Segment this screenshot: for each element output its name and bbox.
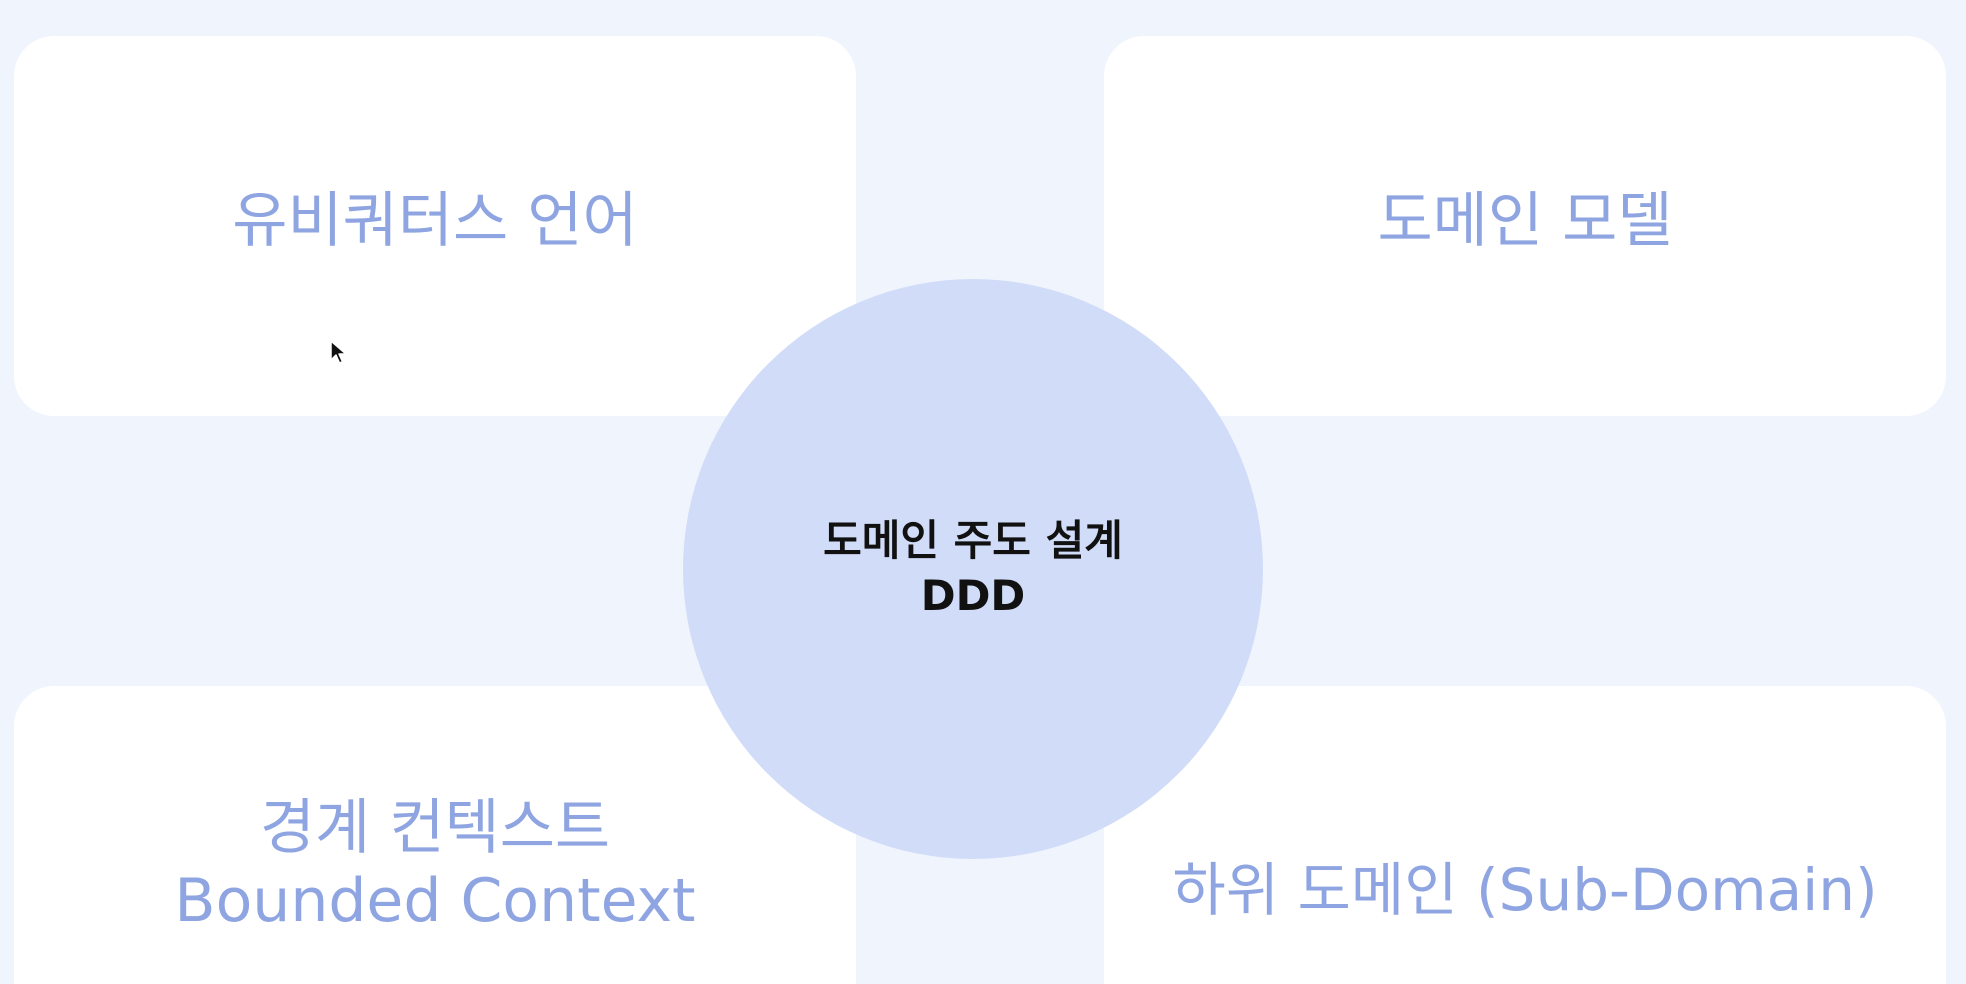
center-subtitle: DDD [920,571,1026,620]
center-circle-ddd: 도메인 주도 설계 DDD [683,279,1263,859]
card-bounded-context-title-ko: 경계 컨텍스트 [259,793,611,863]
card-domain-model-title: 도메인 모델 [1377,186,1673,256]
card-ubiquitous-language-title: 유비쿼터스 언어 [232,186,638,256]
card-sub-domain-title: 하위 도메인 (Sub-Domain) [1172,856,1878,924]
card-domain-model: 도메인 모델 [1104,36,1946,416]
mouse-pointer-icon [330,340,347,364]
center-title: 도메인 주도 설계 [823,516,1123,566]
card-ubiquitous-language: 유비쿼터스 언어 [14,36,856,416]
card-bounded-context: 경계 컨텍스트 Bounded Context [14,686,856,984]
card-bounded-context-title: 경계 컨텍스트 Bounded Context [14,792,856,938]
card-sub-domain: 하위 도메인 (Sub-Domain) [1104,686,1946,984]
card-bounded-context-title-en: Bounded Context [174,866,696,937]
